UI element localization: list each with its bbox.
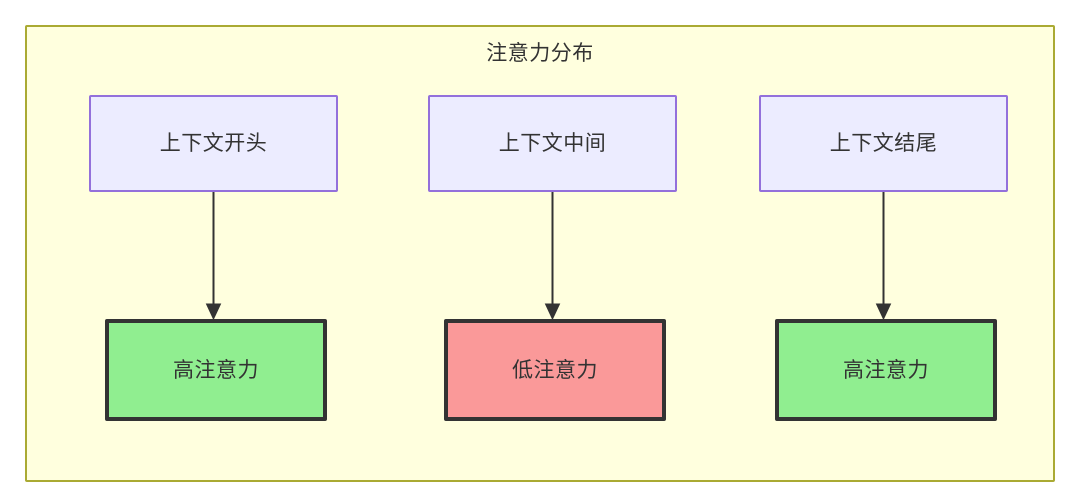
edge-context-middle-to-attention-middle	[544, 192, 561, 321]
node-context-start[interactable]: 上下文开头	[89, 95, 338, 192]
edge-context-end-to-attention-end	[875, 192, 892, 321]
node-attention-middle-label: 低注意力	[512, 358, 598, 382]
node-context-start-label: 上下文开头	[159, 132, 268, 155]
node-context-end[interactable]: 上下文结尾	[759, 95, 1008, 192]
node-context-middle[interactable]: 上下文中间	[428, 95, 677, 192]
container-title: 注意力分布	[486, 42, 594, 65]
node-attention-start-label: 高注意力	[173, 358, 259, 382]
attention-distribution-container: 注意力分布 上下文开头 高注意力 上下文中间 低注意力 上下文结尾	[25, 25, 1055, 482]
edge-context-start-to-attention-start	[205, 192, 222, 321]
node-context-middle-label: 上下文中间	[498, 132, 607, 155]
node-context-end-label: 上下文结尾	[829, 132, 938, 155]
node-attention-middle[interactable]: 低注意力	[444, 319, 666, 421]
node-attention-start[interactable]: 高注意力	[105, 319, 327, 421]
node-attention-end-label: 高注意力	[843, 358, 929, 382]
node-attention-end[interactable]: 高注意力	[775, 319, 997, 421]
